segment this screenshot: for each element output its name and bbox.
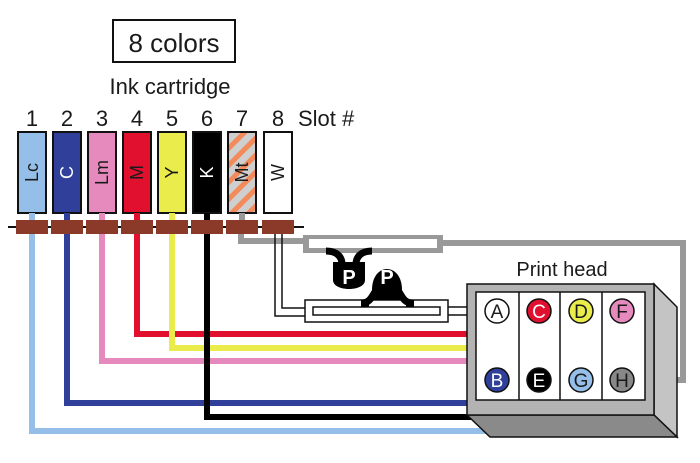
slot-number: 3 <box>96 106 108 131</box>
connector-bar <box>8 220 304 234</box>
cartridge-code: M <box>127 165 147 180</box>
connector-block <box>86 220 118 234</box>
cartridge-code: Lc <box>22 163 42 182</box>
port-g <box>568 367 594 393</box>
cartridge-lc <box>17 131 47 214</box>
port-label: F <box>616 302 628 323</box>
cartridges: Lc C Lm M Y K Mt W <box>17 131 293 221</box>
pump-1-label: P <box>342 267 355 289</box>
connector-block <box>51 220 83 234</box>
cartridge-m <box>122 131 152 214</box>
port-label: A <box>491 302 504 323</box>
outlet-stub <box>134 213 140 221</box>
outlet-stub <box>99 213 105 221</box>
title-box: 8 colors <box>112 19 236 63</box>
print-head-side <box>653 282 678 439</box>
port-f <box>609 298 635 324</box>
slot-label: Slot # <box>298 106 355 131</box>
pump-2 <box>372 269 402 300</box>
slot-number: 8 <box>272 106 284 131</box>
cartridge-code: Lm <box>92 160 112 185</box>
cartridge-y <box>157 131 187 214</box>
outlet-stub <box>64 213 70 221</box>
slot-number: 6 <box>201 106 213 131</box>
port-label: C <box>532 302 546 323</box>
cartridge-c <box>52 131 82 214</box>
port-label: G <box>574 371 589 392</box>
connector-block <box>262 220 294 234</box>
cartridge-w <box>263 131 293 214</box>
cartridge-code: Mt <box>232 163 252 183</box>
connector-block <box>226 220 258 234</box>
print-head-ports: A C D F B E G H <box>484 298 635 393</box>
connector-block <box>121 220 153 234</box>
outlet-stub <box>169 213 175 221</box>
port-label: H <box>615 371 629 392</box>
slot-number: 4 <box>131 106 143 131</box>
port-h <box>609 367 635 393</box>
cartridge-code: K <box>197 166 217 178</box>
cartridge-code: Y <box>162 166 182 178</box>
slot-number: 5 <box>166 106 178 131</box>
connector-block <box>191 220 223 234</box>
outlet-stub <box>29 213 35 221</box>
connector-block <box>16 220 48 234</box>
port-a <box>484 298 510 324</box>
cartridge-k <box>192 131 222 214</box>
outlet-stub <box>204 213 210 221</box>
slot-number: 7 <box>236 106 248 131</box>
port-d <box>568 298 594 324</box>
cartridge-mt <box>227 131 257 214</box>
pump-1 <box>333 262 365 289</box>
port-b <box>484 367 510 393</box>
port-label: B <box>491 371 504 392</box>
print-head-label: Print head <box>516 259 607 281</box>
cartridge-code: W <box>268 164 288 181</box>
port-e <box>526 367 552 393</box>
pumps: P P <box>325 247 414 307</box>
port-label: E <box>533 371 546 392</box>
cartridge-code: C <box>57 166 77 179</box>
slot-number: 2 <box>61 106 73 131</box>
port-c <box>526 298 552 324</box>
port-label: D <box>574 302 588 323</box>
title-text: 8 colors <box>128 28 219 58</box>
connector-block <box>156 220 188 234</box>
pump-2-label: P <box>380 267 393 289</box>
outlet-stub <box>239 213 245 221</box>
print-head-bottom <box>465 414 679 438</box>
cartridge-heading: Ink cartridge <box>109 74 230 99</box>
slot-number: 1 <box>26 106 38 131</box>
